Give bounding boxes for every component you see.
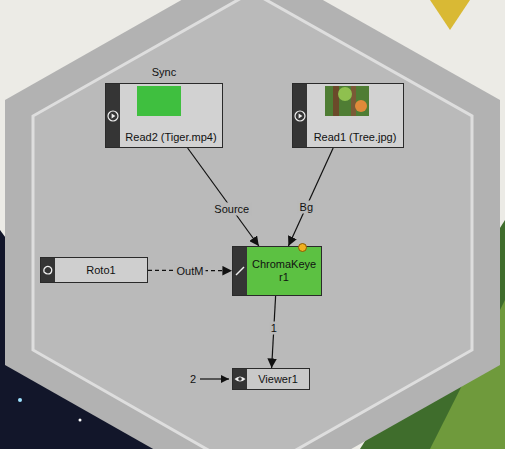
status-dot xyxy=(298,243,307,252)
node-box: Read1 (Tree.jpg) xyxy=(292,83,404,148)
node-box: Viewer1 xyxy=(232,368,310,390)
hexagon-panel xyxy=(5,0,500,449)
node-strip xyxy=(106,84,120,147)
inner-hexagon xyxy=(33,0,472,449)
node-label: Viewer1 xyxy=(258,373,298,386)
connector xyxy=(188,148,259,246)
roto-icon xyxy=(41,263,55,277)
connector xyxy=(288,148,333,246)
node-box: SyncRead2 (Tiger.mp4) xyxy=(105,83,223,148)
yellow-shape xyxy=(430,0,470,30)
edge-label: OutM xyxy=(175,264,206,277)
edge-label: 1 xyxy=(269,322,279,335)
play-icon xyxy=(106,109,120,123)
node-label: ChromaKeye r1 xyxy=(252,258,316,284)
input-number: 2 xyxy=(190,373,196,386)
edge-label: Bg xyxy=(298,200,315,213)
node-heading: Sync xyxy=(106,66,222,79)
thumbnail xyxy=(137,86,181,116)
node-strip xyxy=(41,258,55,282)
node-label: Read2 (Tiger.mp4) xyxy=(125,131,216,144)
node-box: Roto1 xyxy=(40,257,148,283)
node-label: Roto1 xyxy=(86,264,115,277)
input-stub xyxy=(200,378,229,379)
node-strip xyxy=(233,369,247,389)
pen-icon xyxy=(233,264,247,278)
node-box: ChromaKeye r1 xyxy=(232,246,322,296)
edge-label: Source xyxy=(212,202,251,215)
eye-icon xyxy=(233,372,247,386)
node-strip xyxy=(293,84,307,147)
spark xyxy=(18,398,22,402)
node-label: Read1 (Tree.jpg) xyxy=(314,131,397,144)
play-icon xyxy=(293,109,307,123)
spark xyxy=(79,419,82,422)
thumbnail xyxy=(325,86,369,116)
node-strip xyxy=(233,247,247,295)
